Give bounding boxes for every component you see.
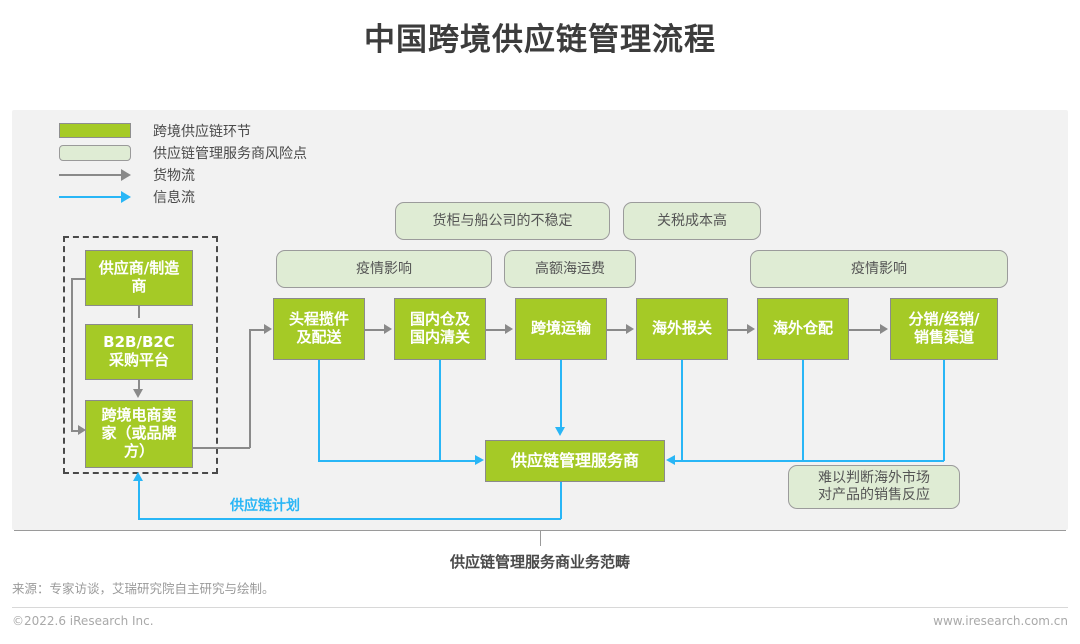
- legend-swatch-green-icon: [59, 123, 131, 138]
- infoflow-drop-node4: [681, 360, 683, 461]
- gray-arrow-icon: [59, 167, 131, 182]
- node-overseas-warehouse[interactable]: 海外仓配: [757, 298, 849, 360]
- infoflow-drop-node2: [439, 360, 441, 461]
- arrowhead-chain-1-2: [384, 324, 392, 334]
- arrowhead-infoflow-left: [475, 455, 484, 465]
- scope-caption: 供应链管理服务商业务范畴: [449, 553, 630, 571]
- node-first-mile-pickup-delivery[interactable]: 头程揽件 及配送: [273, 298, 365, 360]
- legend-label-3: 信息流: [153, 189, 195, 206]
- connector-chain-4-5: [728, 329, 748, 331]
- legend-label-2: 货物流: [153, 167, 195, 184]
- footer-divider: [12, 607, 1068, 608]
- infoflow-right-bus: [675, 460, 944, 462]
- infoflow-plan-up: [138, 481, 140, 519]
- risk-box-container-shipping: 货柜与船公司的不稳定: [395, 202, 610, 240]
- connector-seller-to-chain: [249, 329, 266, 331]
- source-note: 来源：专家访谈，艾瑞研究院自主研究与绘制。: [12, 581, 275, 596]
- legend-item-risk-point: 供应链管理服务商风险点: [59, 142, 307, 163]
- legend-label-0: 跨境供应链环节: [153, 123, 251, 140]
- legend-item-info-flow: 信息流: [59, 186, 307, 207]
- node-cross-border-seller[interactable]: 跨境电商卖 家（或品牌 方）: [85, 400, 193, 468]
- legend-item-chain-node: 跨境供应链环节: [59, 120, 307, 141]
- connector-b2b-to-seller: [138, 380, 140, 390]
- node-cross-border-transport[interactable]: 跨境运输: [515, 298, 607, 360]
- footer-copyright: ©2022.6 iResearch Inc.: [12, 614, 154, 628]
- connector-chain-3-4: [607, 329, 627, 331]
- footer-website[interactable]: www.iresearch.com.cn: [933, 614, 1068, 628]
- risk-box-pandemic-left: 疫情影响: [276, 250, 492, 288]
- legend-swatch-light-icon: [59, 144, 131, 161]
- diagram-canvas: 跨境供应链环节 供应链管理服务商风险点 货物流 信息流 货柜与船公司的不稳定 关…: [12, 110, 1068, 530]
- arrowhead-infoflow-right: [666, 455, 675, 465]
- legend-label-1: 供应链管理服务商风险点: [153, 145, 307, 162]
- node-domestic-warehouse-customs[interactable]: 国内仓及 国内清关: [394, 298, 486, 360]
- risk-box-pandemic-right: 疫情影响: [750, 250, 1008, 288]
- connector-chain-2-3: [486, 329, 506, 331]
- label-supply-chain-plan: 供应链计划: [230, 498, 300, 514]
- arrowhead-chain-2-3: [505, 324, 513, 334]
- infoflow-drop-node6: [943, 360, 945, 461]
- arrowhead-seller-to-chain: [264, 324, 272, 334]
- connector-supplier-bypass-vert: [71, 278, 73, 431]
- connector-supplier-bypass-bottom: [71, 430, 79, 432]
- blue-arrow-icon: [59, 189, 131, 204]
- infoflow-plan-bus: [138, 518, 561, 520]
- infoflow-drop-node1: [318, 360, 320, 461]
- infoflow-plan-riser: [560, 482, 562, 519]
- arrowhead-chain-5-6: [880, 324, 888, 334]
- connector-supplier-bypass-top: [71, 278, 86, 280]
- connector-seller-riser: [249, 329, 251, 448]
- node-supplier-manufacturer[interactable]: 供应商/制造 商: [85, 250, 193, 306]
- infoflow-drop-node5: [802, 360, 804, 461]
- infoflow-left-bus: [318, 460, 476, 462]
- node-distribution-sales-channel[interactable]: 分销/经销/ 销售渠道: [890, 298, 998, 360]
- connector-seller-out-right: [193, 447, 250, 449]
- node-overseas-customs[interactable]: 海外报关: [636, 298, 728, 360]
- node-supply-chain-service-provider[interactable]: 供应链管理服务商: [485, 440, 665, 482]
- legend-item-goods-flow: 货物流: [59, 164, 307, 185]
- arrowhead-b2b-to-seller: [133, 389, 143, 398]
- legend: 跨境供应链环节 供应链管理服务商风险点 货物流 信息流: [59, 120, 307, 208]
- connector-chain-5-6: [849, 329, 881, 331]
- arrowhead-chain-4-5: [747, 324, 755, 334]
- node-b2b-b2c-platform[interactable]: B2B/B2C 采购平台: [85, 324, 193, 380]
- arrowhead-infoflow-plan: [133, 472, 143, 481]
- infoflow-drop-node3: [560, 360, 562, 428]
- risk-box-high-freight: 高额海运费: [504, 250, 636, 288]
- risk-box-overseas-market-reaction: 难以判断海外市场 对产品的销售反应: [788, 465, 960, 509]
- arrowhead-supplier-bypass: [78, 425, 86, 435]
- connector-chain-1-2: [365, 329, 385, 331]
- arrowhead-chain-3-4: [626, 324, 634, 334]
- risk-box-tariff-cost: 关税成本高: [623, 202, 761, 240]
- connector-supplier-to-b2b: [138, 306, 140, 318]
- page-title: 中国跨境供应链管理流程: [364, 22, 716, 58]
- scope-brace: [14, 530, 1066, 546]
- arrowhead-infoflow-center: [555, 427, 565, 436]
